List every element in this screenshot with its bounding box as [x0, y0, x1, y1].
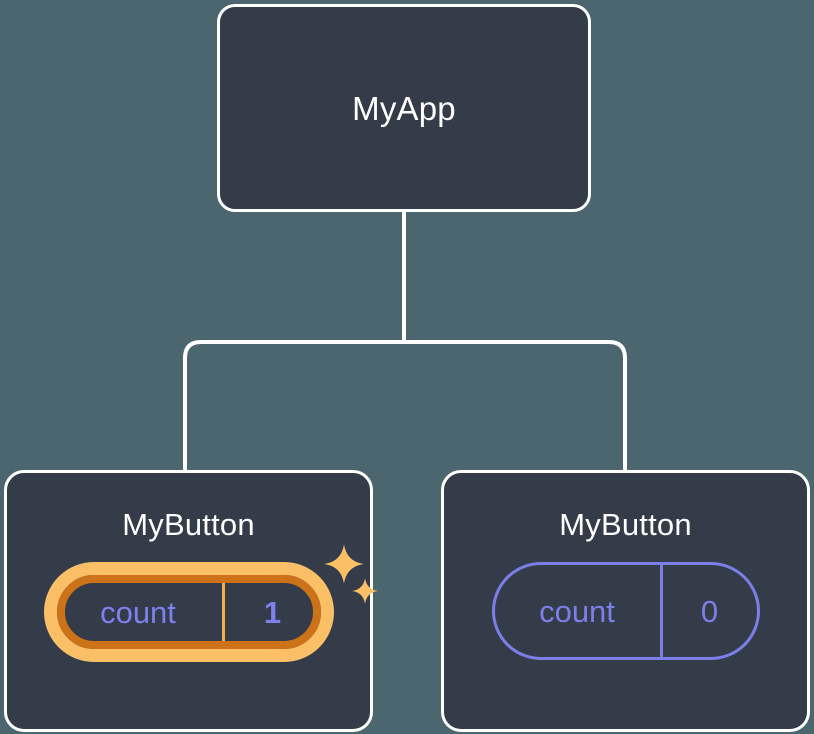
state-badge-plain[interactable]: count 0: [491, 562, 760, 660]
sparkle-small-icon: [351, 578, 378, 604]
tree-node-myapp-label: MyApp: [352, 89, 456, 127]
sparkle-large-icon: [323, 544, 364, 584]
state-badge-highlighted[interactable]: count 1: [43, 562, 334, 662]
tree-node-mybutton-1[interactable]: MyButton count 1: [4, 470, 378, 732]
state-key-2: count: [495, 565, 663, 657]
tree-node-mybutton-2[interactable]: MyButton count 0: [441, 470, 810, 732]
tree-node-mybutton-1-label: MyButton: [122, 507, 255, 542]
tree-node-mybutton-2-label: MyButton: [559, 507, 692, 542]
state-value-2: 0: [700, 593, 719, 629]
state-key-1: count: [57, 575, 225, 649]
state-badge-wrapper-2: count 0: [491, 562, 760, 660]
tree-node-myapp[interactable]: MyApp: [217, 4, 591, 212]
state-value-1: 1: [263, 594, 282, 630]
edge-branch-bus: [183, 340, 627, 470]
state-badge-wrapper-1: count 1: [43, 544, 378, 662]
